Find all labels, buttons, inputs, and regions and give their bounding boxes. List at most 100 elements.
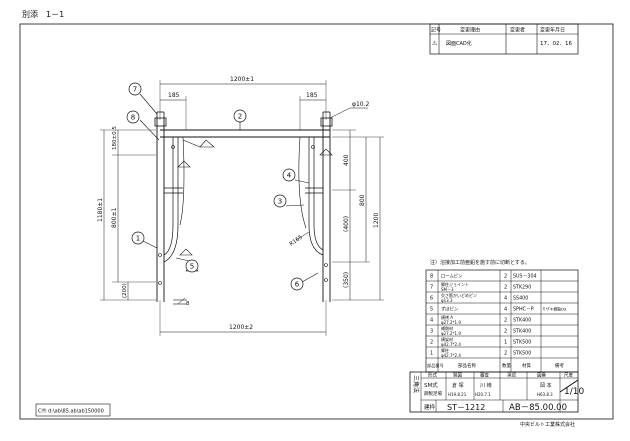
bom-no: 1 [430, 351, 433, 357]
bom-material: STK400 [513, 318, 531, 324]
bom-material: STK500 [513, 340, 531, 346]
svg-text:4: 4 [287, 172, 292, 180]
drawing-frame [19, 23, 614, 420]
bom-head-name: 部品名称 [458, 362, 476, 369]
dim-400: 400 [343, 154, 350, 166]
rev-row-reason: 図面CAD化 [446, 40, 472, 47]
file-path-stamp: C㊥ d:\ab\85.ab\ab150000 [38, 408, 104, 415]
svg-text:1: 1 [136, 235, 140, 243]
bom-head-mat: 材質 [522, 362, 531, 369]
bom-qty: 2 [504, 351, 507, 357]
bom-note: ミザキ樹脂D9 [542, 307, 567, 312]
right-joint-pin [320, 117, 333, 127]
scaffold-frame-drawing [100, 80, 384, 336]
tb-model: SM式 [424, 381, 438, 389]
bom-no: 3 [430, 329, 433, 335]
bill-of-materials [425, 269, 579, 373]
dim-8: 8 [186, 301, 190, 307]
tb-model-l2: 鋼製足場 [424, 390, 442, 397]
tb-approved-by: 岡 本 [540, 382, 552, 389]
rev-row-date: 17．02．16 [540, 41, 572, 47]
bom-no: 6 [430, 296, 433, 302]
bom-no: 7 [430, 285, 433, 291]
tb-checked-by: 川 崎 [480, 382, 492, 389]
file-path-stamp-box [35, 403, 111, 417]
tb-name-value: ST－1212 [447, 403, 485, 412]
left-joint-pin [154, 117, 167, 127]
svg-text:8: 8 [131, 114, 135, 122]
dim-400-paren: (400) [343, 216, 350, 232]
bom-name-spec: φ13.3 [441, 298, 453, 303]
bom-name: 横桟 A [441, 314, 453, 320]
drawing-note: 注）溶接加工前亜鉛を施す前に切断とする。 [430, 259, 530, 266]
tb-head-check: 審査 [480, 372, 489, 379]
dim-1200-bottom: 1200±2 [229, 324, 253, 331]
title-block [409, 371, 579, 413]
bom-material: STK290 [513, 285, 531, 291]
bom-name-spec: SM－3 [441, 287, 454, 292]
balloon-5: 5 [185, 259, 199, 273]
rev-head-reason: 変更理由 [460, 27, 480, 34]
balloon-leaders [139, 93, 319, 283]
balloon-4: 4 [282, 168, 296, 182]
bom-material: SUS－304 [513, 274, 537, 280]
bom-head-note: 備考 [555, 362, 564, 369]
attachment-label: 別添 1－1 [22, 10, 64, 19]
balloon-7: 7 [128, 82, 142, 96]
dim-1200-top: 1200±1 [230, 76, 254, 83]
bom-qty: 2 [504, 329, 507, 335]
svg-text:5: 5 [190, 263, 194, 271]
bom-qty: 1 [504, 340, 507, 346]
svg-text:6: 6 [295, 281, 300, 289]
tb-model-l1: SM式 [424, 381, 438, 389]
svg-text:2: 2 [238, 113, 242, 121]
dim-1180: 1180±1 [97, 198, 104, 222]
bom-name: 交さ筋かいどめピン [441, 292, 477, 298]
bom-material: STK500 [513, 351, 531, 357]
bom-name-spec: φ42.7*2.4 [441, 353, 461, 358]
bom-name-spec: φ27.2*1.9 [441, 331, 461, 336]
tb-projection: 三角法 [412, 375, 420, 393]
rev-head-mark: 記号 [431, 27, 441, 34]
bom-no: 5 [430, 307, 433, 313]
dim-1200-right: 1200 [373, 213, 380, 228]
bom-name: 脚柱ジョイント [441, 281, 469, 287]
bom-name: ロームピン [441, 274, 462, 280]
bom-head-qty: 数量 [502, 362, 511, 369]
tb-head-model: 形式 [428, 372, 437, 379]
dim-180: 180±0.5 [112, 126, 118, 150]
bom-head-no: 部品番号 [427, 362, 444, 369]
bom-name: 横架材 [441, 336, 453, 342]
dim-phi10-2: φ10.2 [352, 101, 370, 108]
bom-qty: 2 [504, 285, 507, 291]
bom-name-spec: φ27.2*1.9 [441, 320, 461, 325]
bom-qty: 2 [504, 274, 507, 280]
bom-no: 4 [430, 318, 433, 324]
bom-no: 2 [430, 340, 433, 346]
dim-350: (350) [343, 272, 350, 288]
dim-800-left: 800±1 [111, 208, 118, 228]
dim-185-left: 185 [168, 92, 180, 99]
balloon-2: 2 [233, 109, 247, 123]
revision-table: 記号 変更理由 変更者 変更年月日 ⚠ 図面CAD化 17．02．16 [429, 23, 579, 55]
bom-material: SS400 [513, 296, 528, 302]
bom-name: 補剛材 [441, 325, 453, 331]
tb-head-approve: 承認 [507, 372, 516, 379]
tb-drawing-no: AB－85.00.00 [509, 403, 567, 413]
bom-qty: 4 [504, 307, 507, 313]
rev-row-mark: ⚠ [432, 40, 438, 47]
tb-approved-date: H63.8.3 [537, 392, 553, 397]
dim-200-left: (200) [122, 283, 128, 298]
tb-drawn-date: H19.8.21 [448, 392, 467, 397]
bom-qty: 2 [504, 318, 507, 324]
svg-text:7: 7 [133, 86, 137, 94]
svg-text:3: 3 [278, 198, 282, 206]
balloon-1: 1 [131, 231, 145, 245]
tb-head-drawn: 製図 [453, 372, 462, 379]
bom-material: SPHC－P [513, 307, 534, 313]
balloon-8: 8 [126, 110, 140, 124]
tb-head-drawno: 図番 [537, 372, 546, 379]
rev-head-by: 変更者 [510, 27, 525, 34]
